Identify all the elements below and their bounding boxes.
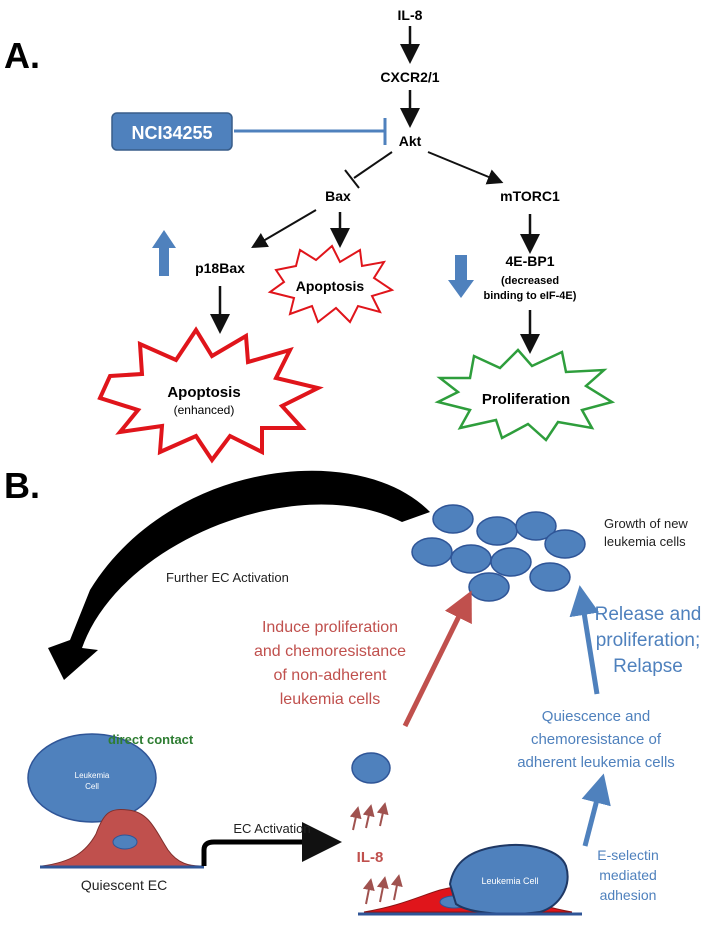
quiescence-arrow bbox=[581, 773, 611, 847]
release-line-2: proliferation; bbox=[596, 630, 701, 651]
quiescence-line-1: Quiescence and bbox=[542, 708, 650, 725]
direct-contact-label: direct contact bbox=[108, 732, 194, 747]
panel-b-label: B. bbox=[4, 465, 40, 506]
quiescence-line-3: adherent leukemia cells bbox=[517, 754, 675, 771]
quiescence-line-2: chemoresistance of bbox=[531, 731, 662, 748]
induce-arrow bbox=[402, 590, 472, 728]
inhibitor-label: NCI34255 bbox=[131, 123, 212, 143]
il8-secretion-arrows bbox=[349, 802, 403, 905]
leukemia-cell-small-label-2: Cell bbox=[85, 782, 99, 791]
apoptosis-enhanced-sub: (enhanced) bbox=[174, 403, 235, 417]
release-text: Release and proliferation; Relapse bbox=[595, 604, 702, 677]
panel-a-label: A. bbox=[4, 35, 40, 76]
release-line-3: Relapse bbox=[613, 656, 683, 677]
mtorc1-label: mTORC1 bbox=[500, 188, 560, 204]
quiescence-text: Quiescence and chemoresistance of adhere… bbox=[517, 708, 675, 771]
further-activation-arrow bbox=[48, 470, 430, 680]
inhibit-bar-bax bbox=[344, 169, 360, 189]
ec-activation-arrow bbox=[201, 822, 342, 866]
growth-label-2: leukemia cells bbox=[604, 534, 686, 549]
bax-label: Bax bbox=[325, 188, 351, 204]
induce-line-2: and chemoresistance bbox=[254, 643, 406, 660]
eselectin-line-2: mediated bbox=[599, 867, 657, 883]
ec-activation-label: EC Activation bbox=[233, 821, 310, 836]
apoptosis-label: Apoptosis bbox=[296, 278, 365, 294]
eselectin-line-3: adhesion bbox=[600, 887, 657, 903]
leukemia-cell-small-label-1: Leukemia bbox=[75, 771, 110, 780]
induce-line-1: Induce proliferation bbox=[262, 619, 398, 636]
release-arrow bbox=[569, 585, 600, 695]
induce-text: Induce proliferation and chemoresistance… bbox=[254, 619, 406, 708]
growth-label-1: Growth of new bbox=[604, 516, 688, 531]
cxcr-label: CXCR2/1 bbox=[380, 69, 439, 85]
leukemia-cell-large bbox=[27, 733, 157, 823]
4ebp1-label: 4E-BP1 bbox=[505, 253, 554, 269]
eselectin-text: E-selectin mediated adhesion bbox=[597, 847, 658, 903]
inhibit-akt-bax bbox=[353, 151, 393, 179]
arrow-akt-mtorc1 bbox=[427, 151, 504, 185]
proliferation-label: Proliferation bbox=[482, 391, 570, 408]
4ebp1-note2: binding to eIF-4E) bbox=[484, 290, 577, 302]
akt-label: Akt bbox=[399, 133, 422, 149]
inhibitor-box bbox=[111, 112, 233, 151]
induce-line-3: of non-adherent bbox=[274, 667, 388, 684]
proliferation-burst bbox=[434, 348, 616, 442]
quiescent-ec-label: Quiescent EC bbox=[81, 877, 167, 893]
il8-label-b: IL-8 bbox=[357, 849, 384, 866]
induce-line-4: leukemia cells bbox=[280, 691, 380, 708]
leukemia-cell-cluster bbox=[411, 504, 586, 602]
adherent-leukemia-label: Leukemia Cell bbox=[481, 876, 538, 886]
apoptosis-enhanced-title: Apoptosis bbox=[167, 384, 240, 401]
eselectin-line-1: E-selectin bbox=[597, 847, 658, 863]
detached-leukemia-cell bbox=[351, 752, 391, 784]
down-arrow-icon bbox=[448, 255, 474, 298]
il8-label: IL-8 bbox=[398, 7, 423, 23]
4ebp1-note1: (decreased bbox=[501, 275, 559, 287]
apoptosis-burst bbox=[267, 244, 395, 324]
further-activation-label: Further EC Activation bbox=[166, 570, 289, 585]
apoptosis-enhanced-burst bbox=[97, 326, 324, 464]
release-line-1: Release and bbox=[595, 604, 702, 625]
up-arrow-icon bbox=[152, 230, 176, 276]
arrow-bax-p18bax bbox=[251, 209, 317, 249]
quiescent-ec-nucleus bbox=[112, 834, 138, 850]
p18bax-label: p18Bax bbox=[195, 260, 245, 276]
